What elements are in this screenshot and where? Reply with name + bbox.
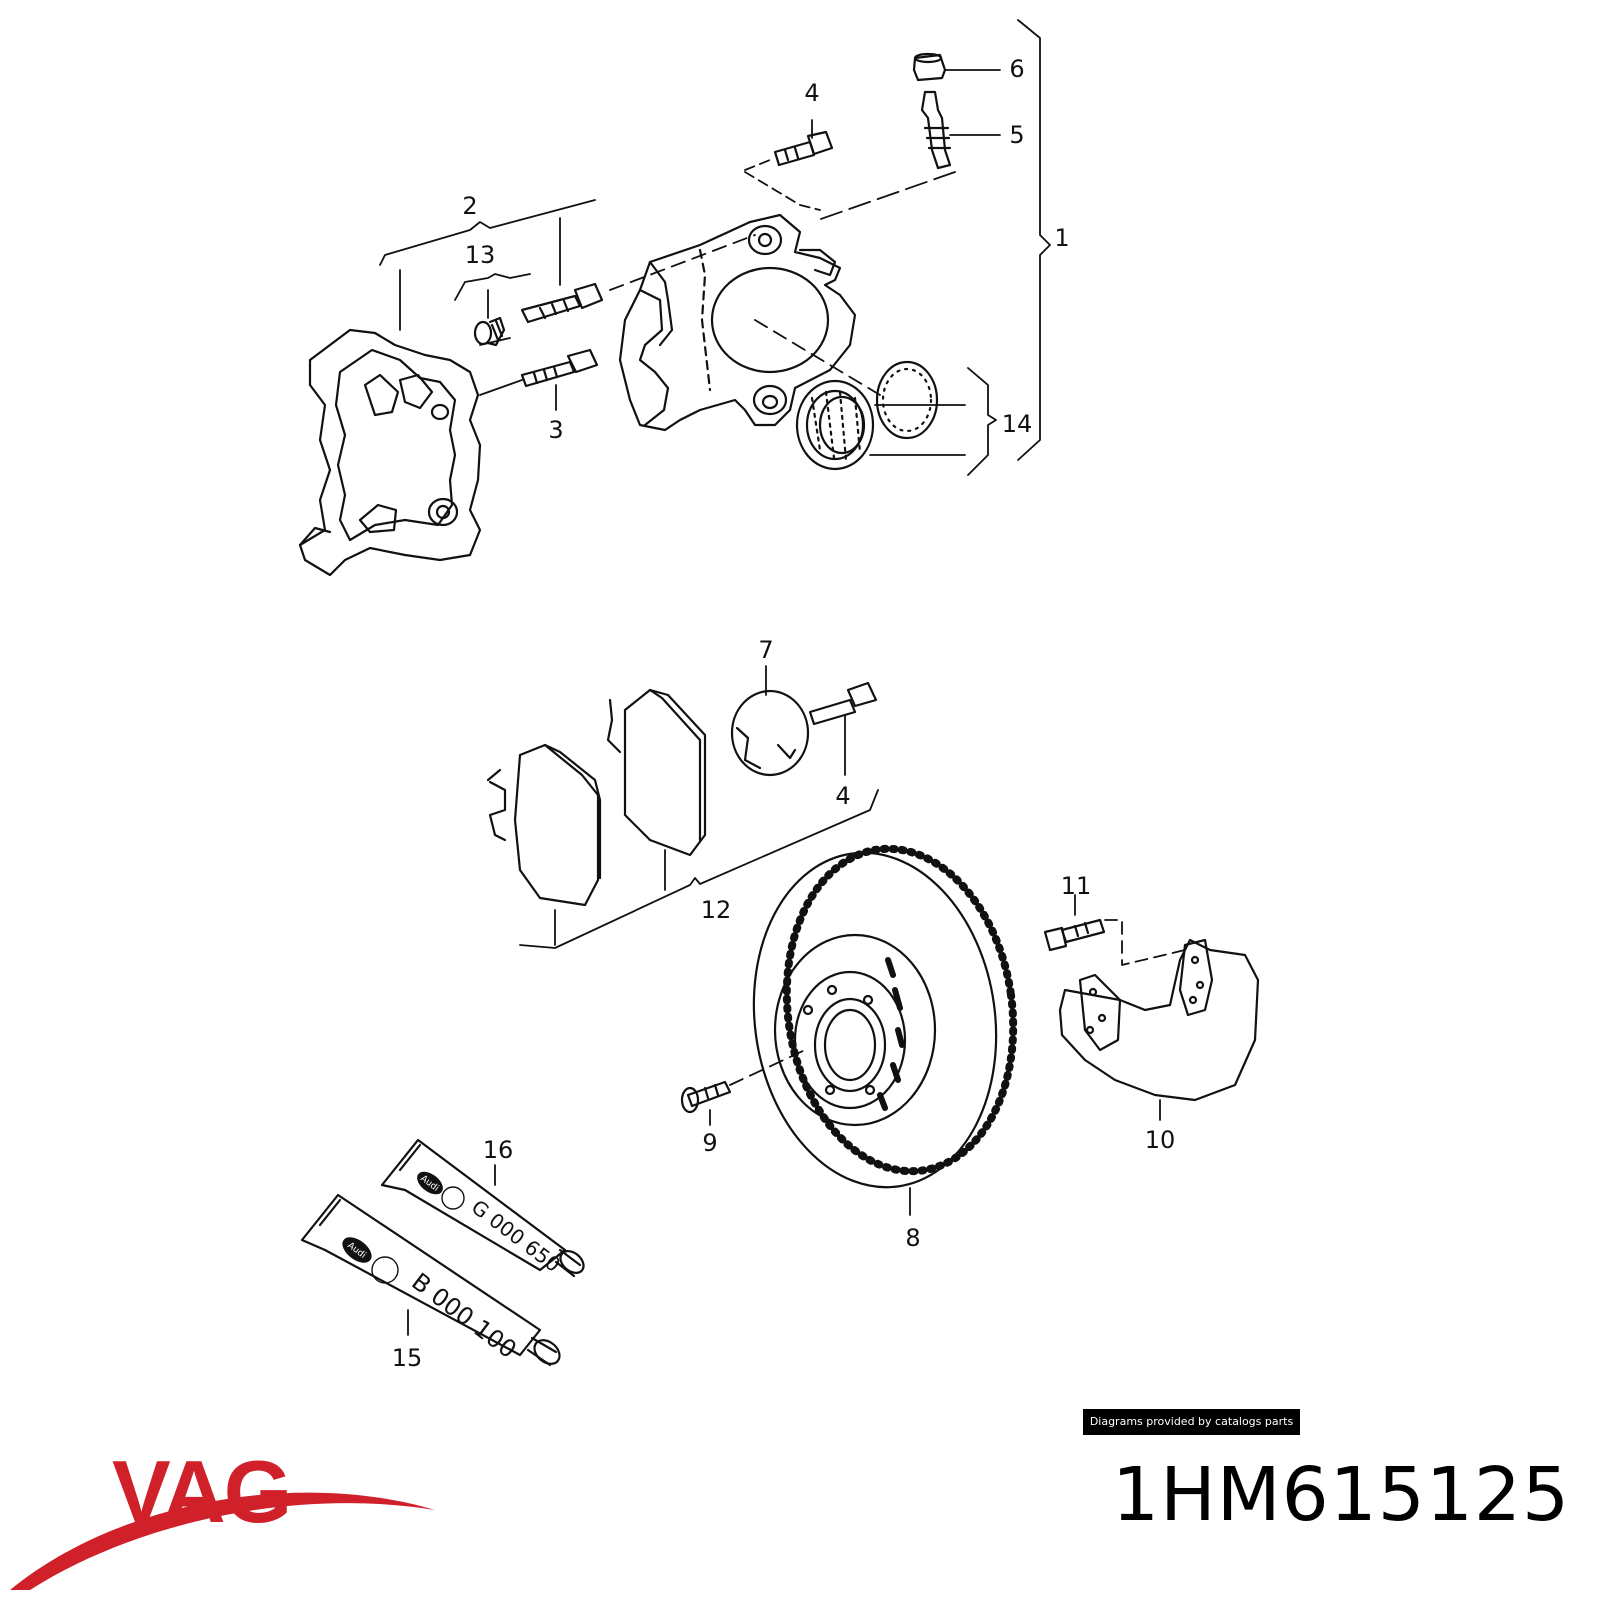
tube-15-code: B 000 100: [406, 1267, 521, 1364]
bleeder-screw: [920, 90, 952, 170]
tube-16-labels: [417, 1171, 465, 1210]
leader-lines: [379, 19, 1186, 1336]
part-number: 1HM615125: [1112, 1452, 1571, 1538]
callout-11: 11: [1060, 872, 1092, 900]
callout-4-top: 4: [804, 79, 820, 107]
diagram-credit-banner: Diagrams provided by catalogs parts: [1083, 1409, 1300, 1435]
callout-2: 2: [462, 192, 478, 220]
callout-6: 6: [1009, 55, 1025, 83]
caliper-carrier: [298, 328, 482, 577]
bleeder-area-bolt: [773, 130, 834, 167]
callout-15: 15: [391, 1344, 423, 1372]
caliper-bolt: [520, 348, 599, 388]
callout-7: 7: [758, 636, 774, 664]
pad-bolt: [808, 681, 878, 726]
splash-shield: [1058, 938, 1260, 1102]
piston-seal-kit: [795, 360, 939, 471]
dust-cap: [912, 52, 947, 82]
callout-10: 10: [1144, 1126, 1176, 1154]
callout-3: 3: [548, 416, 564, 444]
callout-16: 16: [482, 1136, 514, 1164]
brake-pad-inner: [486, 743, 602, 907]
callout-5: 5: [1009, 121, 1025, 149]
tube-15-labels: [342, 1237, 399, 1284]
callout-4-lower: 4: [835, 782, 851, 810]
brake-disc: [752, 844, 1018, 1189]
callout-9: 9: [702, 1129, 718, 1157]
anti-rattle-plate: [730, 689, 810, 777]
grease-tube-16: [380, 1138, 585, 1278]
callout-14: 14: [1001, 410, 1033, 438]
grease-tube-15: [300, 1193, 561, 1367]
disc-screw: [680, 1080, 732, 1114]
callout-13: 13: [464, 241, 496, 269]
brake-pad-outer: [606, 688, 707, 857]
callout-12: 12: [700, 896, 732, 924]
shield-bolt: [1043, 918, 1106, 952]
callout-8: 8: [905, 1224, 921, 1252]
callout-1: 1: [1054, 224, 1070, 252]
guide-pin: [520, 282, 604, 324]
vag-logo: VAG: [10, 1442, 435, 1590]
vag-logo-text: VAG: [112, 1442, 290, 1541]
caliper-housing: [618, 213, 857, 432]
